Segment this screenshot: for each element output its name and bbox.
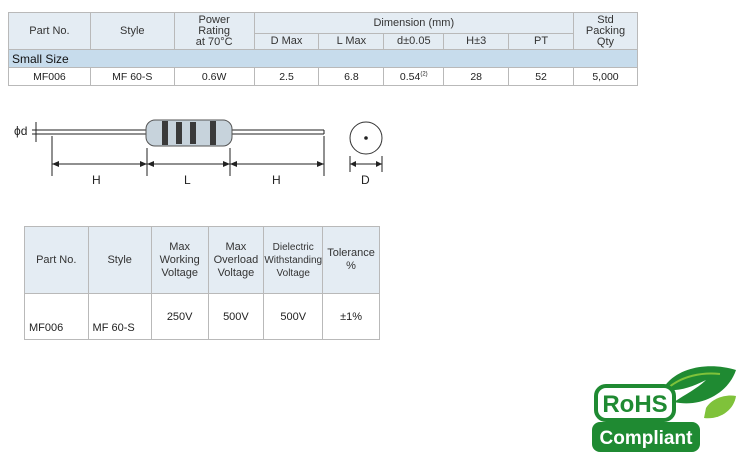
- header-max-overload-line2: Overload: [213, 253, 259, 266]
- color-band: [162, 121, 168, 145]
- header-dielectric-line3: Voltage: [276, 267, 310, 279]
- header-style: Style: [87, 226, 152, 294]
- table-row: MF006 MF 60-S 0.6W 2.5 6.8 0.54(2) 28 52…: [8, 67, 639, 86]
- header-dielectric-withstanding-voltage: Dielectric Withstanding Voltage: [263, 226, 324, 294]
- header-power-rating-line2: Rating: [198, 24, 231, 37]
- l-label: L: [184, 173, 191, 187]
- small-leaf-icon: [704, 395, 736, 419]
- cell-power: 0.6W: [173, 67, 255, 86]
- color-band: [176, 122, 182, 144]
- header-max-working-line3: Voltage: [161, 266, 199, 279]
- table-row: MF006 MF 60-S 250V 500V 500V ±1%: [24, 293, 380, 340]
- section-small-size: Small Size: [8, 49, 638, 68]
- header-part-no: Part No.: [24, 226, 89, 294]
- color-band: [190, 122, 196, 144]
- header-d-tolerance: d±0.05: [383, 33, 445, 50]
- leaf-icon: [662, 366, 736, 404]
- header-dielectric-line1: Dielectric: [272, 241, 314, 253]
- cell-tolerance: ±1%: [322, 293, 380, 340]
- resistor-body: [145, 119, 233, 147]
- cell-pt: 52: [508, 67, 574, 86]
- cell-d-footnote: (2): [420, 71, 428, 77]
- header-tolerance-line1: Tolerance: [327, 247, 375, 259]
- color-band: [210, 121, 216, 145]
- cell-max-overload: 500V: [207, 293, 265, 340]
- cell-part-no: MF006: [8, 67, 91, 86]
- header-part-no: Part No.: [8, 12, 91, 50]
- cell-h: 28: [443, 67, 510, 86]
- h-right-label: H: [272, 173, 281, 187]
- header-std-packing-line3: Qty: [596, 35, 615, 48]
- rohs-compliant-logo: RoHS Compliant: [592, 366, 736, 452]
- header-max-working-line1: Max: [169, 240, 191, 253]
- header-h-tolerance: H±3: [443, 33, 510, 50]
- header-tolerance-line2: %: [346, 260, 356, 272]
- cell-style: MF 60-S: [87, 293, 152, 340]
- rohs-badge: [594, 384, 676, 422]
- header-max-working-line2: Working: [159, 253, 200, 266]
- header-max-working-voltage: Max Working Voltage: [150, 226, 209, 294]
- header-power-rating: Power Rating at 70°C: [173, 12, 255, 50]
- header-dielectric-line2: Withstanding: [264, 254, 323, 266]
- header-std-packing-line2: Packing: [585, 24, 626, 37]
- d-label: D: [361, 173, 370, 187]
- end-view-center-dot: [364, 136, 368, 140]
- cell-d: 0.54(2): [383, 67, 445, 86]
- header-d-max: D Max: [253, 33, 320, 50]
- cell-qty: 5,000: [572, 67, 639, 86]
- cell-max-working: 250V: [150, 293, 209, 340]
- header-max-overload-line1: Max: [225, 240, 247, 253]
- voltage-table: Part No. Style Max Working Voltage Max O…: [24, 226, 380, 340]
- header-pt: PT: [508, 33, 574, 50]
- header-power-rating-line3: at 70°C: [195, 35, 233, 48]
- header-max-overload-line3: Voltage: [217, 266, 255, 279]
- header-std-packing: Std Packing Qty: [572, 12, 639, 50]
- header-max-overload-voltage: Max Overload Voltage: [207, 226, 265, 294]
- header-style: Style: [89, 12, 175, 50]
- end-view-circle: [349, 121, 383, 155]
- cell-d-value: 0.54: [399, 70, 421, 83]
- header-tolerance: Tolerance %: [322, 226, 380, 294]
- phi-d-label: ϕd: [14, 124, 27, 138]
- header-dimension-group: Dimension (mm): [253, 12, 574, 34]
- header-power-rating-line1: Power: [198, 13, 230, 26]
- resistor-dimension-diagram: ϕd H L H D: [14, 119, 383, 187]
- cell-dielectric: 500V: [263, 293, 324, 340]
- cell-l-max: 6.8: [318, 67, 385, 86]
- h-left-label: H: [92, 173, 101, 187]
- cell-d-max: 2.5: [253, 67, 320, 86]
- cell-part-no: MF006: [24, 293, 89, 340]
- header-l-max: L Max: [318, 33, 385, 50]
- compliant-badge: [592, 422, 700, 452]
- compliant-text: Compliant: [600, 428, 694, 449]
- spec-table: Part No. Style Power Rating at 70°C Dime…: [8, 12, 639, 86]
- cell-style: MF 60-S: [89, 67, 175, 86]
- rohs-text: RoHS: [602, 391, 667, 418]
- header-std-packing-line1: Std: [597, 13, 614, 26]
